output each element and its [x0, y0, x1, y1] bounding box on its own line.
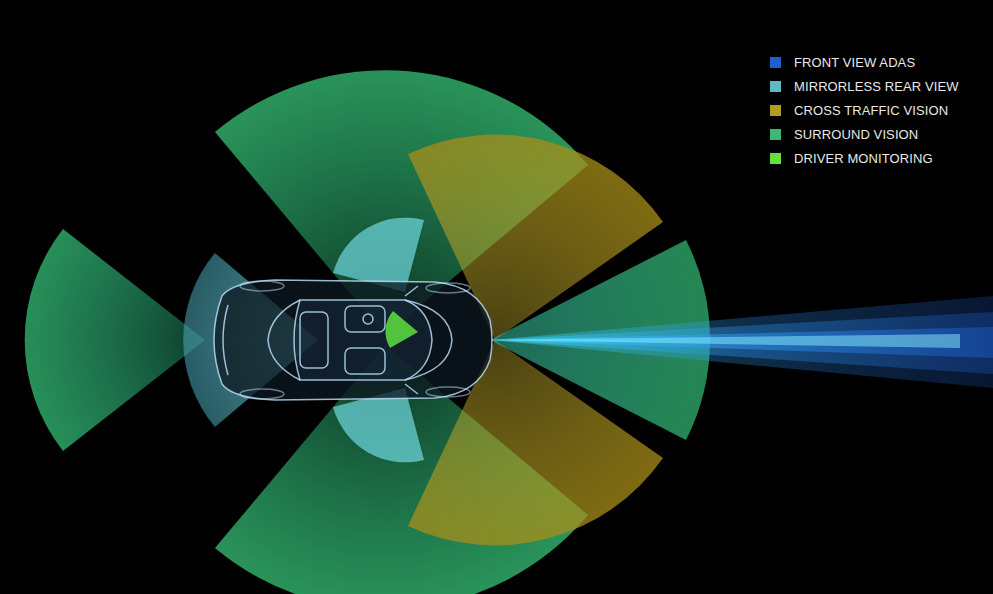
legend-swatch — [770, 105, 781, 116]
legend-swatch — [770, 129, 781, 140]
legend-item: DRIVER MONITORING — [770, 146, 959, 170]
legend-text: CROSS TRAFFIC VISION — [794, 103, 948, 118]
legend-item: CROSS TRAFFIC VISION — [770, 98, 959, 122]
legend-item: SURROUND VISION — [770, 122, 959, 146]
legend-item: MIRRORLESS REAR VIEW — [770, 74, 959, 98]
legend-text: DRIVER MONITORING — [794, 151, 933, 166]
legend-swatch — [770, 153, 781, 164]
legend-text: FRONT VIEW ADAS — [794, 55, 915, 70]
legend-item: FRONT VIEW ADAS — [770, 50, 959, 74]
legend-swatch — [770, 57, 781, 68]
legend-text: MIRRORLESS REAR VIEW — [794, 79, 959, 94]
legend-swatch — [770, 81, 781, 92]
legend: FRONT VIEW ADAS MIRRORLESS REAR VIEW CROSS… — [770, 50, 959, 170]
legend-text: SURROUND VISION — [794, 127, 918, 142]
